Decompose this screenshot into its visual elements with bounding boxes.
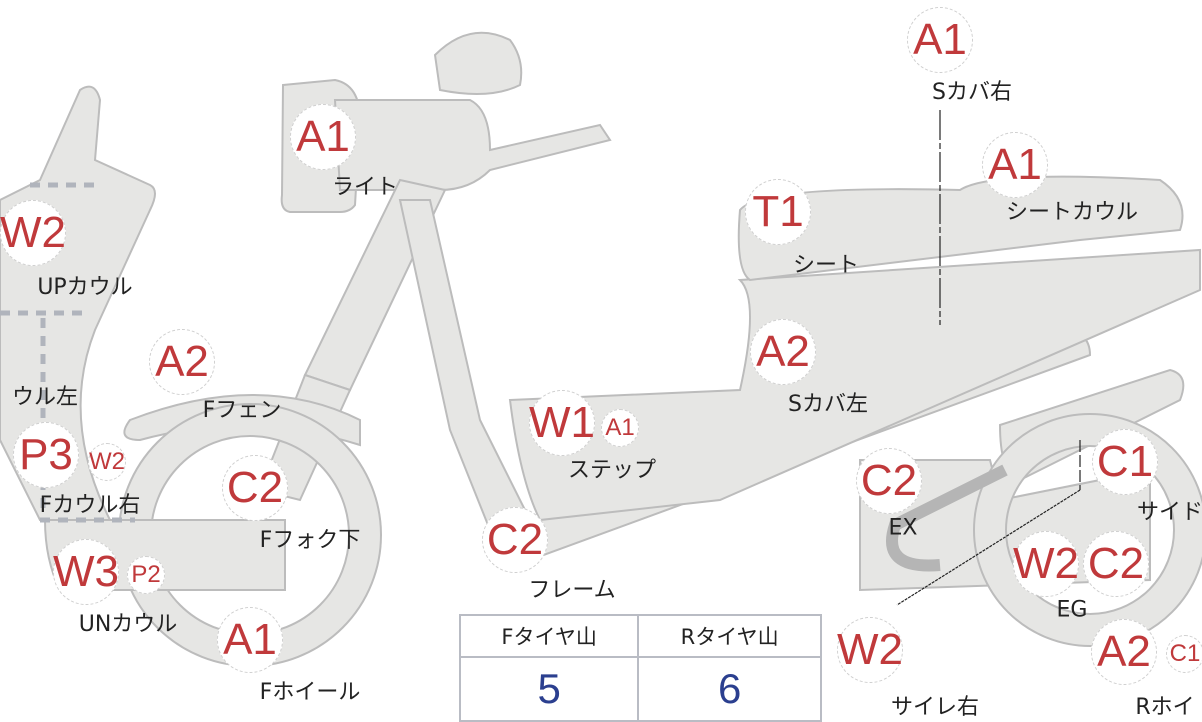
label-f-fork-lower: Fフォク下 xyxy=(259,528,361,553)
exhaust-pipe-shape xyxy=(886,464,1008,572)
seat-shape xyxy=(737,175,1184,282)
label-side: サイド xyxy=(1136,500,1202,525)
damage-code-badge: C1 xyxy=(1092,429,1158,495)
rear-tyre-header: Rタイヤ山 xyxy=(637,614,822,658)
label-frame: フレーム xyxy=(528,578,616,603)
damage-code-badge: W2 xyxy=(837,617,903,683)
damage-code-badge: A1 xyxy=(290,104,356,170)
front-tyre-header: Fタイヤ山 xyxy=(458,614,640,658)
damage-code-badge: C2 xyxy=(856,448,922,514)
label-ex: EX xyxy=(888,515,918,541)
label-step: ステップ xyxy=(567,458,657,483)
label-light: ライト xyxy=(331,175,399,200)
damage-code-badge: A1 xyxy=(907,7,973,73)
label-cowl-left: ウル左 xyxy=(11,385,79,410)
rear-tyre-value: 6 xyxy=(637,656,822,722)
label-up-cowl: UPカウル xyxy=(37,275,133,300)
label-seat-cowl: シートカウル xyxy=(1005,200,1139,225)
damage-code-badge: A2 xyxy=(149,329,215,395)
label-un-cowl: UNカウル xyxy=(78,612,178,637)
damage-code-badge: P3 xyxy=(13,422,79,488)
damage-code-badge: T1 xyxy=(745,179,811,245)
damage-code-badge: A1 xyxy=(601,409,639,447)
handlebar-shape xyxy=(333,99,612,191)
damage-code-badge: C2 xyxy=(222,455,288,521)
damage-code-badge: W2 xyxy=(1013,531,1079,597)
label-muffler-right: サイレ右 xyxy=(890,695,980,720)
label-s-cover-left: Sカバ左 xyxy=(788,392,868,417)
label-seat: シート xyxy=(792,253,860,278)
damage-code-badge: P2 xyxy=(127,556,165,594)
label-f-wheel: Fホイール xyxy=(259,680,361,705)
damage-code-badge: C2 xyxy=(482,507,548,573)
label-f-fender: Fフェン xyxy=(202,398,282,423)
damage-code-badge: A1 xyxy=(217,607,283,673)
label-eg: EG xyxy=(1056,597,1088,623)
damage-code-badge: A2 xyxy=(750,319,816,385)
damage-code-badge: C1 xyxy=(1166,635,1202,673)
damage-code-badge: C2 xyxy=(1083,531,1149,597)
front-tyre-value: 5 xyxy=(458,656,640,722)
step-body-shape xyxy=(508,248,1201,522)
front-cowl-shape xyxy=(0,85,156,521)
tyre-tread-table: Fタイヤ山 Rタイヤ山 5 6 xyxy=(458,614,822,722)
damage-code-badge: W3 xyxy=(53,539,119,605)
damage-code-badge: W2 xyxy=(88,443,126,481)
label-r-wheel: Rホイ xyxy=(1135,695,1195,720)
damage-code-badge: W1 xyxy=(529,390,595,456)
label-s-cover-right: Sカバ右 xyxy=(932,80,1012,105)
damage-code-badge: W2 xyxy=(0,200,66,266)
mirror-shape xyxy=(433,31,523,95)
damage-code-badge: A1 xyxy=(982,132,1048,198)
damage-code-badge: A2 xyxy=(1091,619,1157,685)
label-f-cowl-right: Fカウル右 xyxy=(39,493,141,518)
